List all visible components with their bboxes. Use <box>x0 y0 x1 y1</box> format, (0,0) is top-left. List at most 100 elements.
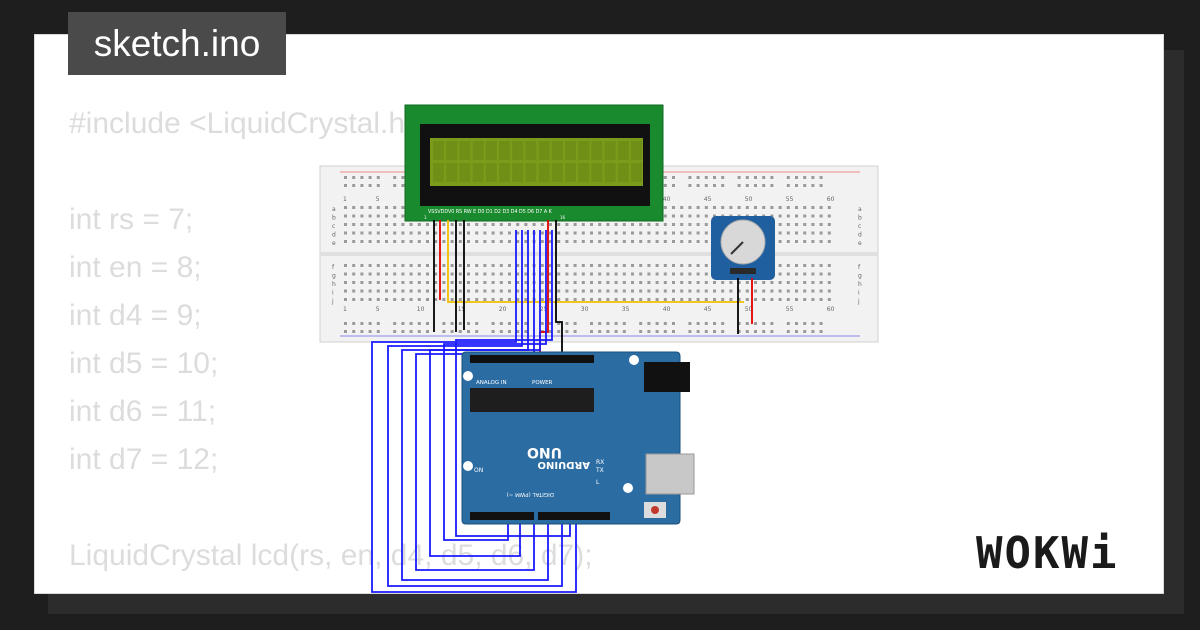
breadboard-hole <box>450 298 454 301</box>
breadboard-hole <box>655 281 659 284</box>
breadboard-hole <box>819 264 823 267</box>
breadboard-hole <box>721 289 725 293</box>
breadboard-hole <box>368 231 372 235</box>
l-led-label: L <box>596 479 600 486</box>
breadboard-hole <box>344 272 347 276</box>
breadboard-hole <box>573 289 577 293</box>
breadboard-hole <box>647 298 651 301</box>
breadboard-row-label: b <box>332 215 336 222</box>
breadboard-hole <box>737 298 741 301</box>
breadboard-hole <box>663 223 667 226</box>
breadboard-hole <box>811 264 815 267</box>
breadboard-column-label: 55 <box>786 306 794 313</box>
breadboard-hole <box>409 272 413 276</box>
arduino-uno-board[interactable]: ARDUINO UNO ON RX TX L DIGITAL (PWM ~) A… <box>461 351 695 525</box>
breadboard-hole <box>417 330 421 333</box>
breadboard-hole <box>458 298 462 301</box>
breadboard-hole <box>622 240 626 243</box>
breadboard-hole <box>819 298 823 301</box>
breadboard-hole <box>778 281 782 284</box>
breadboard-hole <box>811 184 815 187</box>
breadboard-row-label: h <box>858 281 862 288</box>
breadboard-hole <box>360 240 364 243</box>
breadboard-hole <box>672 322 675 325</box>
breadboard-hole <box>360 206 364 209</box>
breadboard-hole <box>639 281 643 284</box>
breadboard-hole <box>376 231 380 235</box>
breadboard-hole <box>344 298 347 301</box>
lcd-character-cell <box>512 163 524 182</box>
breadboard-hole <box>352 231 356 235</box>
breadboard-hole <box>622 298 626 301</box>
breadboard-hole <box>573 322 577 325</box>
breadboard-hole <box>770 322 774 325</box>
breadboard-hole <box>491 231 495 235</box>
breadboard-hole <box>795 231 798 235</box>
breadboard-hole <box>540 281 544 284</box>
breadboard-hole <box>549 264 552 267</box>
breadboard-hole <box>606 272 610 276</box>
file-tab[interactable]: sketch.ino <box>68 12 286 75</box>
breadboard-hole <box>376 206 380 209</box>
potentiometer[interactable] <box>711 216 775 280</box>
breadboard-hole <box>688 231 692 235</box>
breadboard-hole <box>352 264 356 267</box>
digital-header-low <box>470 512 534 520</box>
breadboard-hole <box>352 330 356 333</box>
lcd-character-cell <box>565 141 576 160</box>
breadboard-hole <box>827 272 831 276</box>
breadboard-hole <box>729 289 733 293</box>
breadboard-hole <box>467 298 470 301</box>
breadboard-hole <box>713 330 716 333</box>
breadboard-hole <box>508 322 511 325</box>
breadboard-hole <box>672 264 675 267</box>
breadboard-hole <box>639 298 643 301</box>
breadboard-hole <box>647 322 651 325</box>
breadboard-hole <box>401 184 405 187</box>
breadboard-hole <box>754 176 757 179</box>
breadboard-row-label: i <box>332 290 334 297</box>
breadboard-row-label: f <box>858 264 861 271</box>
breadboard-hole <box>565 240 569 243</box>
breadboard-hole <box>680 298 684 301</box>
breadboard-row-label: e <box>332 240 336 247</box>
breadboard-hole <box>442 223 446 226</box>
breadboard-hole <box>483 264 487 267</box>
breadboard-hole <box>811 231 815 235</box>
breadboard-hole <box>450 289 454 293</box>
breadboard-hole <box>376 214 380 218</box>
breadboard-hole <box>663 176 667 179</box>
breadboard-hole <box>786 330 790 333</box>
breadboard-hole <box>401 231 405 235</box>
breadboard-hole <box>376 289 380 293</box>
breadboard-hole <box>688 240 692 243</box>
breadboard-hole <box>721 298 725 301</box>
breadboard-hole <box>401 322 405 325</box>
lcd-pin-labels: VSSVDDV0 RS RW E D0 D1 D2 D3 D4 D5 D6 D7… <box>428 209 553 215</box>
breadboard-hole <box>565 322 569 325</box>
breadboard-hole <box>655 289 659 293</box>
breadboard-column-label: 35 <box>622 306 630 313</box>
arduino-brand: ARDUINO <box>538 459 590 470</box>
breadboard-hole <box>713 322 716 325</box>
breadboard-hole <box>524 289 528 293</box>
wires <box>371 220 753 593</box>
breadboard-hole <box>393 322 397 325</box>
breadboard-hole <box>376 184 380 187</box>
lcd-display[interactable]: VSSVDDV0 RS RW E D0 D1 D2 D3 D4 D5 D6 D7… <box>404 104 664 222</box>
breadboard-hole <box>811 272 815 276</box>
breadboard-hole <box>696 272 700 276</box>
breadboard-hole <box>811 281 815 284</box>
breadboard-hole <box>516 289 520 293</box>
breadboard-hole <box>795 281 798 284</box>
potentiometer-knob-icon <box>730 241 744 255</box>
lcd-character-cell <box>578 163 590 182</box>
breadboard-hole <box>352 206 356 209</box>
breadboard-column-label: 20 <box>499 306 507 313</box>
breadboard-hole <box>803 322 807 325</box>
breadboard-hole <box>516 281 520 284</box>
breadboard-hole <box>663 264 667 267</box>
breadboard-hole <box>754 281 757 284</box>
breadboard-hole <box>491 281 495 284</box>
breadboard-hole <box>647 289 651 293</box>
